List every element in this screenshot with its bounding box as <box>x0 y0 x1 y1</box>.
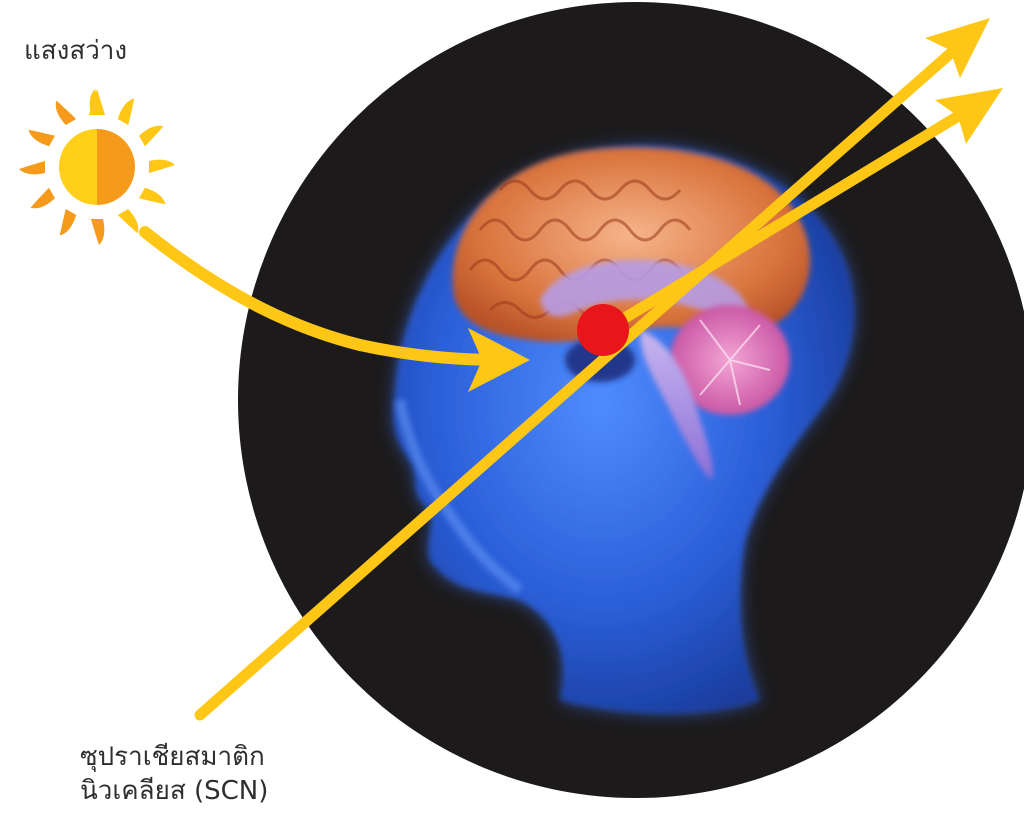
sun-icon <box>19 89 175 245</box>
scn-label-line1: ซุปราเชียสมาติก <box>80 740 268 774</box>
scn-label: ซุปราเชียสมาติก นิวเคลียส (SCN) <box>80 740 268 808</box>
scn-label-line2: นิวเคลียส (SCN) <box>80 774 268 808</box>
scn-dot <box>577 304 629 356</box>
light-label: แสงสว่าง <box>24 34 127 68</box>
